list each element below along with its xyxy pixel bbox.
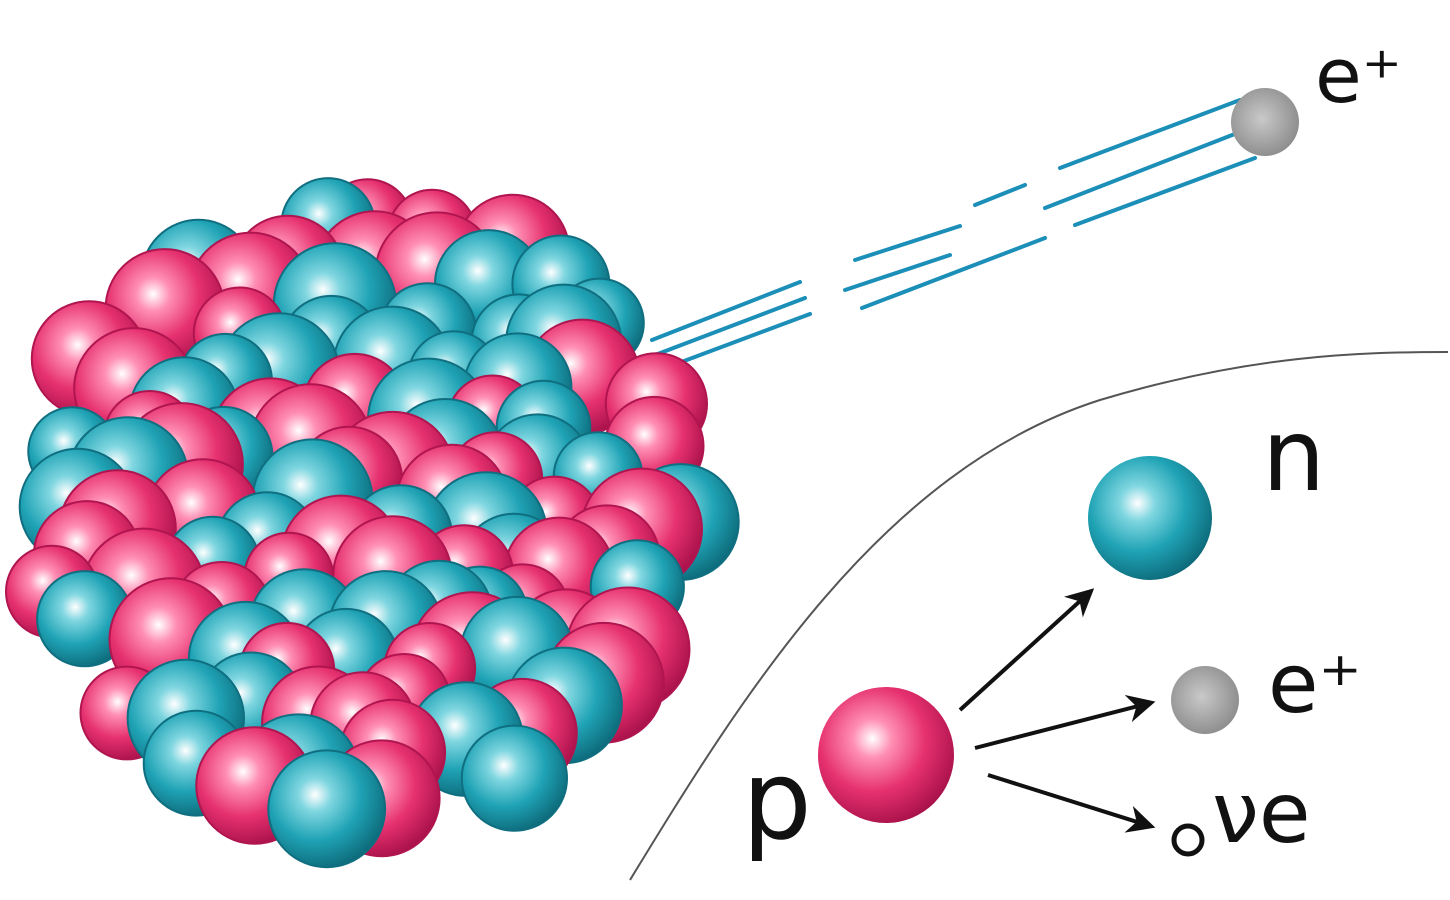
positron-track <box>650 98 1257 372</box>
neutron-label: n <box>1262 397 1325 514</box>
positron-icon <box>1171 666 1239 734</box>
positron-label: e⁺ <box>1268 637 1362 732</box>
nucleus-neutron <box>460 724 569 832</box>
inset-boundary <box>629 351 1449 881</box>
neutrino-icon <box>1171 823 1205 857</box>
arrow-to-positron <box>974 695 1156 750</box>
neutron-icon <box>1088 456 1212 580</box>
decay-inset: n p e⁺ νe <box>742 397 1362 864</box>
arrow-to-neutron <box>958 588 1095 712</box>
emitted-positron-label: e⁺ <box>1315 31 1402 120</box>
neutrino-label: νe <box>1212 764 1311 862</box>
nucleus-icon <box>5 177 740 869</box>
proton-label: p <box>742 736 812 864</box>
nucleus-neutron <box>267 749 387 869</box>
proton-icon <box>818 687 954 823</box>
arrow-to-neutrino <box>987 773 1156 833</box>
emitted-positron-icon <box>1231 88 1299 156</box>
